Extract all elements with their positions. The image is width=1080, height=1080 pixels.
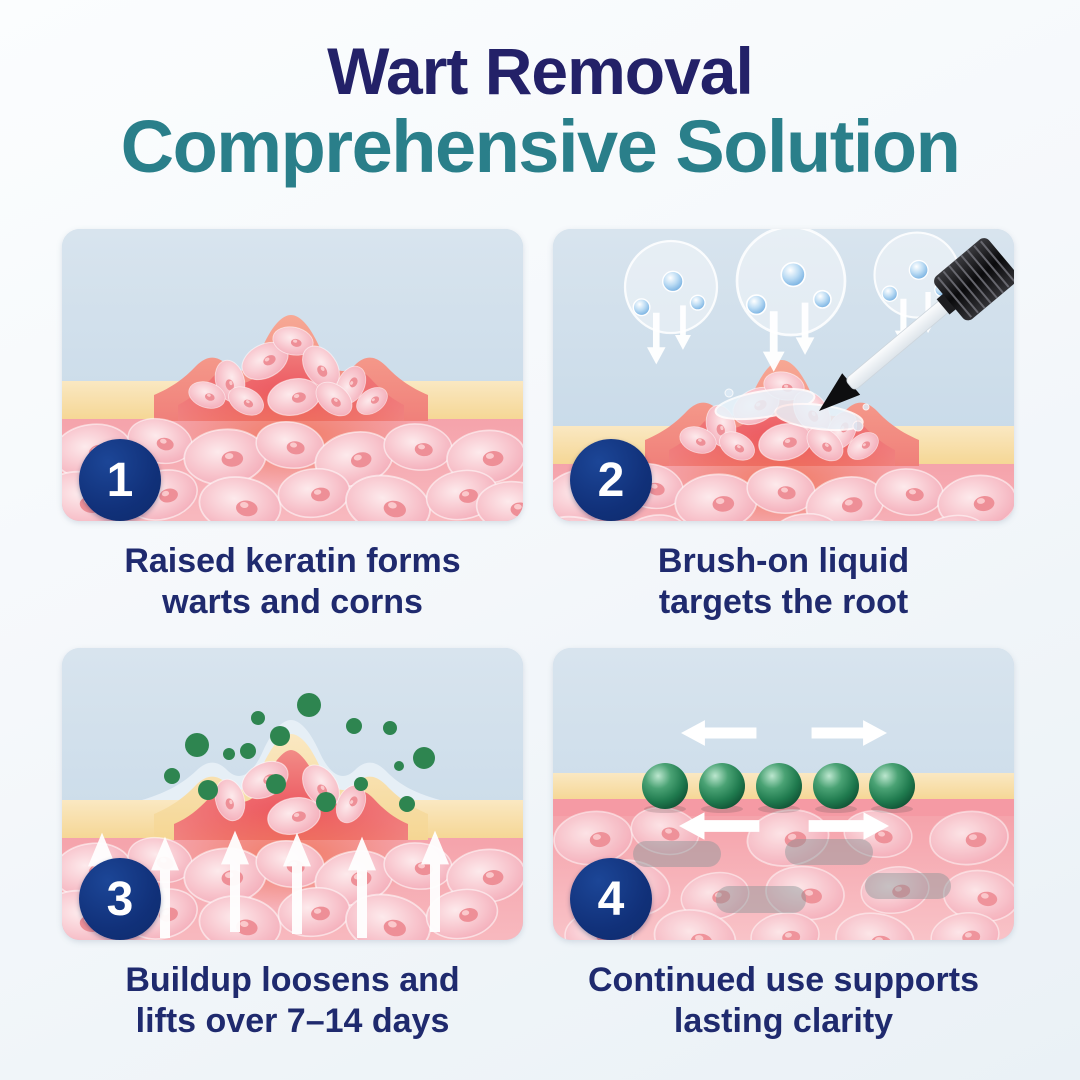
step-2-caption: Brush-on liquid targets the root xyxy=(657,542,910,621)
step-3-illustration: 3 xyxy=(62,648,523,940)
step-3-badge: 3 xyxy=(79,858,161,940)
steps-grid: 1 Raised keratin forms warts and corns xyxy=(62,229,1014,1067)
liquid-splash xyxy=(714,387,870,432)
step-2-illustration: 2 xyxy=(553,229,1014,521)
title-line1: Wart Removal xyxy=(327,34,754,108)
step-4-badge: 4 xyxy=(570,858,652,940)
step-3: 3 Buildup loosens and lifts over 7–14 da… xyxy=(62,648,523,1067)
step-1: 1 Raised keratin forms warts and corns xyxy=(62,229,523,648)
step-2-badge: 2 xyxy=(570,439,652,521)
step-3-caption: Buildup loosens and lifts over 7–14 days xyxy=(125,961,460,1040)
step-1-illustration: 1 xyxy=(62,229,523,521)
step-1-caption: Raised keratin forms warts and corns xyxy=(124,542,461,621)
page-title: Wart Removal Comprehensive Solution xyxy=(0,0,1080,185)
keratin-particles xyxy=(164,693,435,812)
step-1-badge: 1 xyxy=(79,439,161,521)
protective-spheres xyxy=(642,763,915,813)
step-4: 4 Continued use supports lasting clarity xyxy=(553,648,1014,1067)
fading-debris-pills xyxy=(633,839,951,913)
title-line2: Comprehensive Solution xyxy=(120,105,961,189)
brush-applicator-icon xyxy=(819,238,1014,411)
step-4-illustration: 4 xyxy=(553,648,1014,940)
step-2: 2 Brush-on liquid targets the root xyxy=(553,229,1014,648)
step-4-caption: Continued use supports lasting clarity xyxy=(588,961,979,1040)
buildup-lifting-illustration xyxy=(62,648,523,940)
